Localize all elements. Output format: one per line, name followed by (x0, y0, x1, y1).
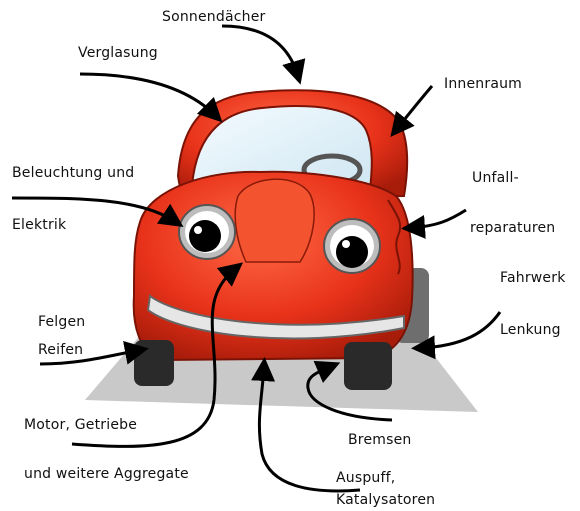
arrow-lenkung (420, 312, 500, 348)
front-wheel-left (134, 340, 174, 386)
label-fahrwerk: Fahrwerk (500, 270, 566, 286)
label-innenraum: Innenraum (444, 76, 522, 92)
front-wheel-right (344, 342, 392, 390)
label-reifen: Reifen (38, 342, 83, 358)
left-eye-glint (194, 226, 202, 234)
hood (235, 179, 314, 262)
label-bremsen: Bremsen (348, 432, 411, 448)
label-motor-2: und weitere Aggregate (24, 466, 189, 482)
arrow-unfall (410, 210, 466, 228)
label-lenkung: Lenkung (500, 322, 561, 338)
label-verglasung: Verglasung (78, 45, 158, 61)
label-beleuchtung-1: Beleuchtung und (12, 165, 134, 181)
arrow-verglasung (80, 74, 216, 116)
arrow-innenraum (396, 86, 432, 130)
label-unfall-1: Unfall- (472, 170, 519, 186)
label-motor-1: Motor, Getriebe (24, 417, 137, 433)
label-felgen: Felgen (38, 314, 85, 330)
arrow-sonnendaecher (222, 26, 298, 76)
right-eye-glint (342, 240, 350, 248)
label-sonnendaecher: Sonnendächer (162, 9, 266, 25)
label-auspuff-1: Auspuff, (336, 470, 395, 486)
label-beleuchtung-2: Elektrik (12, 217, 66, 233)
right-pupil (336, 236, 368, 268)
label-unfall-2: reparaturen (470, 220, 555, 236)
left-pupil (189, 220, 221, 252)
label-auspuff-2: Katalysatoren (336, 492, 435, 508)
